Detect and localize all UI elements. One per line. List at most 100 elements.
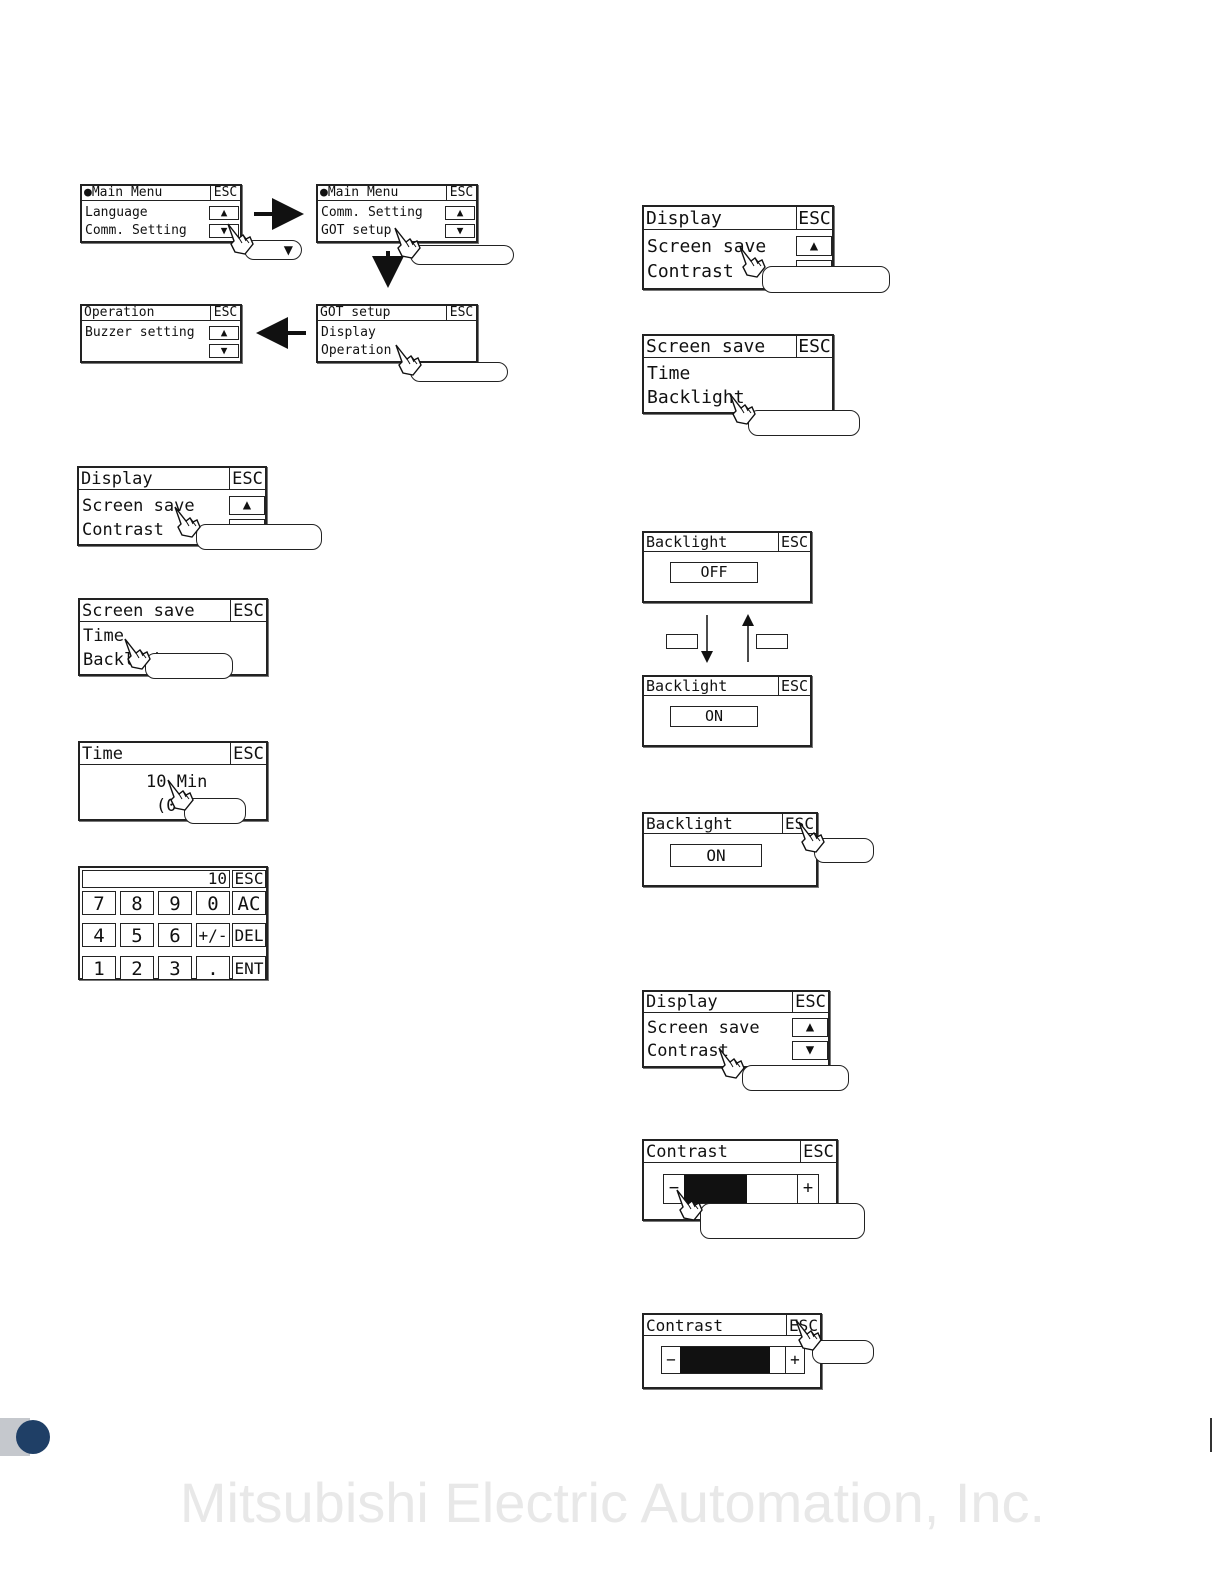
hand-pointer-icon xyxy=(124,638,151,670)
margin-rule xyxy=(1210,1418,1212,1452)
title-bar: Backlight ESC xyxy=(644,533,810,552)
time-value[interactable]: 10 Min xyxy=(146,772,208,792)
key--button[interactable]: . xyxy=(196,956,230,980)
esc-button[interactable]: ESC xyxy=(778,533,810,551)
hand-pointer-icon xyxy=(718,1047,745,1079)
esc-button[interactable]: ESC xyxy=(230,600,266,621)
menu-item-comm-setting[interactable]: Comm. Setting xyxy=(321,205,423,220)
panel-title: Operation xyxy=(84,306,155,320)
esc-button[interactable]: ESC xyxy=(796,336,832,357)
title-bar: GOT setup ESC xyxy=(318,306,476,321)
esc-button[interactable]: ESC xyxy=(778,677,810,695)
panel-title: Main Menu xyxy=(91,186,163,200)
scroll-down-button[interactable]: ▼ xyxy=(792,1041,828,1060)
key-ent-button[interactable]: ENT xyxy=(232,956,266,980)
menu-item-display[interactable]: Display xyxy=(321,325,376,340)
menu-item-contrast[interactable]: Contrast xyxy=(647,261,734,282)
contrast-plus-button[interactable]: + xyxy=(797,1175,818,1203)
panel-title: Time xyxy=(82,744,123,764)
title-bar: ●Main Menu ESC xyxy=(82,186,240,201)
scroll-up-button[interactable]: ▲ xyxy=(796,236,832,256)
hand-pointer-icon xyxy=(227,223,254,255)
callout-bubble xyxy=(812,1340,874,1364)
hand-pointer-icon xyxy=(395,344,422,376)
title-bar: Screen save ESC xyxy=(644,336,832,358)
menu-item-backlight[interactable]: Backlight xyxy=(647,387,745,408)
key-4-button[interactable]: 4 xyxy=(82,923,116,947)
hand-pointer-icon xyxy=(167,779,194,811)
key--button[interactable]: +/- xyxy=(196,923,230,947)
scroll-up-button[interactable]: ▲ xyxy=(445,206,475,220)
menu-item-operation[interactable]: Operation xyxy=(321,343,392,358)
panel-title: Backlight xyxy=(646,533,728,551)
title-bar: Screen save ESC xyxy=(80,600,266,622)
contrast-panel-b: Contrast ESC − + xyxy=(642,1313,822,1389)
esc-button[interactable]: ESC xyxy=(210,306,240,320)
operation-panel: Operation ESC Buzzer setting ▲ ▼ xyxy=(80,304,242,363)
menu-item-time[interactable]: Time xyxy=(83,626,124,646)
contrast-plus-button[interactable]: + xyxy=(785,1347,804,1373)
key-1-button[interactable]: 1 xyxy=(82,956,116,980)
scroll-up-button[interactable]: ▲ xyxy=(792,1018,828,1037)
menu-item-screen-save[interactable]: Screen save xyxy=(647,236,767,257)
contrast-level-fill xyxy=(684,1175,747,1203)
panel-title: Display xyxy=(646,208,722,229)
key-6-button[interactable]: 6 xyxy=(158,923,192,947)
esc-button[interactable]: ESC xyxy=(792,992,828,1012)
title-bar: Contrast ESC xyxy=(644,1141,836,1163)
esc-button[interactable]: ESC xyxy=(232,870,266,888)
key-5-button[interactable]: 5 xyxy=(120,923,154,947)
esc-button[interactable]: ESC xyxy=(230,743,266,764)
menu-item-buzzer-setting[interactable]: Buzzer setting xyxy=(85,325,195,340)
title-bar: Display ESC xyxy=(79,468,265,490)
backlight-on-panel: Backlight ESC ON xyxy=(642,675,812,747)
toggle-key-icon xyxy=(666,634,698,649)
scroll-down-button[interactable]: ▼ xyxy=(209,344,239,358)
title-bar: Backlight ESC xyxy=(644,677,810,696)
panel-title: Contrast xyxy=(646,1316,724,1335)
hand-pointer-icon xyxy=(174,506,201,538)
esc-button[interactable]: ESC xyxy=(796,207,832,229)
menu-item-got-setup[interactable]: GOT setup xyxy=(321,223,392,238)
key-ac-button[interactable]: AC xyxy=(232,891,266,915)
contrast-track xyxy=(684,1175,798,1203)
callout-bubble xyxy=(196,524,322,550)
esc-button[interactable]: ESC xyxy=(229,468,265,489)
bullet-icon: ● xyxy=(84,186,92,200)
key-8-button[interactable]: 8 xyxy=(120,891,154,915)
menu-item-comm-setting[interactable]: Comm. Setting xyxy=(85,223,187,238)
backlight-value[interactable]: ON xyxy=(670,844,762,867)
key-3-button[interactable]: 3 xyxy=(158,956,192,980)
key-7-button[interactable]: 7 xyxy=(82,891,116,915)
key-0-button[interactable]: 0 xyxy=(196,891,230,915)
scroll-up-button[interactable]: ▲ xyxy=(229,496,265,515)
title-bar: Display ESC xyxy=(644,207,832,230)
esc-button[interactable]: ESC xyxy=(446,186,476,200)
contrast-minus-button[interactable]: − xyxy=(662,1347,681,1373)
scroll-up-button[interactable]: ▲ xyxy=(209,206,239,220)
menu-item-screen-save[interactable]: Screen save xyxy=(82,496,195,516)
title-bar: Operation ESC xyxy=(82,306,240,321)
menu-item-time[interactable]: Time xyxy=(647,363,691,384)
scroll-up-button[interactable]: ▲ xyxy=(209,326,239,340)
key-9-button[interactable]: 9 xyxy=(158,891,192,915)
menu-item-contrast[interactable]: Contrast xyxy=(82,520,164,540)
scroll-down-button[interactable]: ▼ xyxy=(445,224,475,238)
keypad-display: 10 xyxy=(82,870,230,888)
key-del-button[interactable]: DEL xyxy=(232,923,266,947)
esc-button[interactable]: ESC xyxy=(210,186,240,200)
menu-item-screen-save[interactable]: Screen save xyxy=(647,1018,760,1038)
contrast-level-fill xyxy=(680,1347,771,1373)
backlight-value[interactable]: OFF xyxy=(670,562,758,583)
key-2-button[interactable]: 2 xyxy=(120,956,154,980)
watermark: Mitsubishi Electric Automation, Inc. xyxy=(179,1471,1046,1534)
menu-item-language[interactable]: Language xyxy=(85,205,148,220)
backlight-value[interactable]: ON xyxy=(670,706,758,727)
esc-button[interactable]: ESC xyxy=(800,1141,836,1162)
esc-button[interactable]: ESC xyxy=(446,306,476,320)
hand-pointer-icon xyxy=(795,1319,822,1351)
main-menu-panel-1: ●Main Menu ESC Language Comm. Setting ▲ … xyxy=(80,184,242,243)
menu-item-contrast[interactable]: Contrast xyxy=(647,1041,729,1061)
panel-title: Backlight xyxy=(646,677,728,695)
